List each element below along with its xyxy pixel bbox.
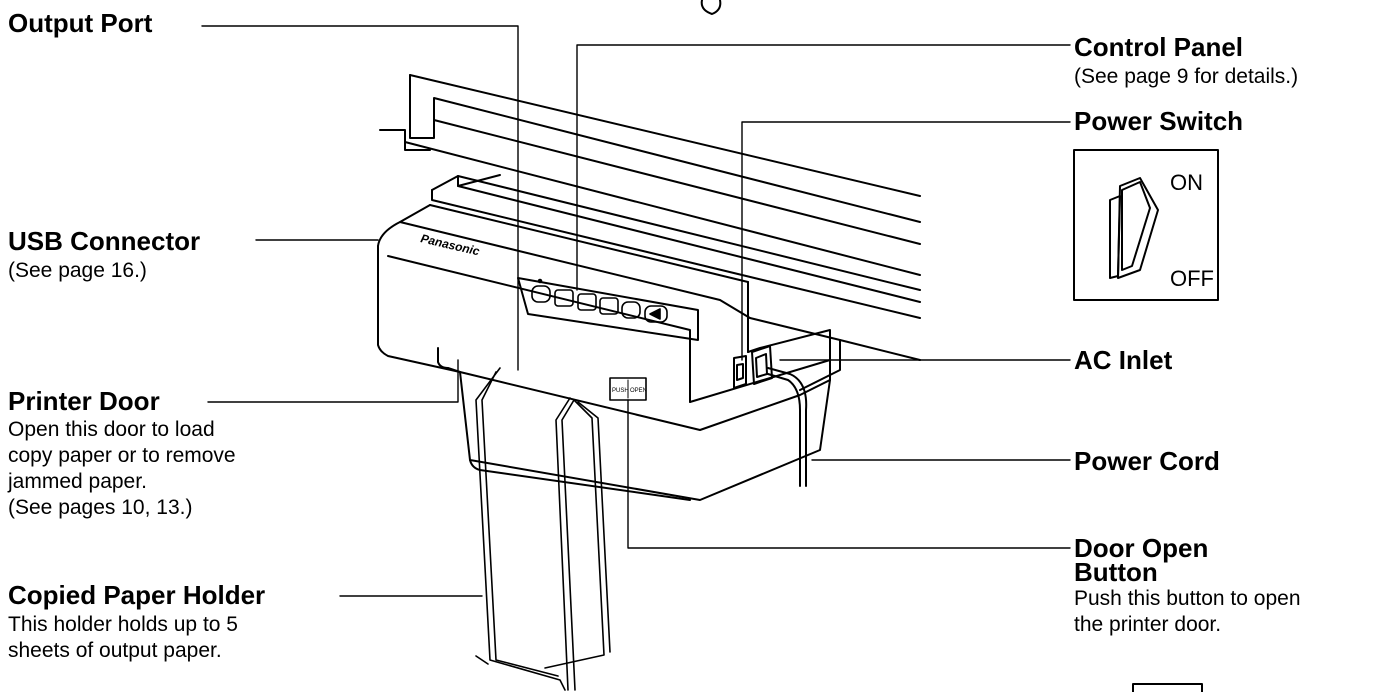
door-open-desc-2: the printer door. xyxy=(1074,613,1222,636)
leader-power-switch xyxy=(741,121,1071,361)
clip-icon xyxy=(700,0,722,15)
printer-door-desc-4: (See pages 10, 13.) xyxy=(8,496,193,519)
label-ac-inlet: AC Inlet xyxy=(1074,345,1173,375)
top-tray xyxy=(431,175,921,291)
switch-on-text: ON xyxy=(1170,170,1203,195)
push-label: PUSH xyxy=(612,388,629,394)
switch-inset-box xyxy=(1073,149,1219,301)
leader-output-port xyxy=(201,25,519,371)
switch-inset-rocker xyxy=(1109,177,1159,279)
power-cord-shape xyxy=(767,367,808,487)
leader-door-open xyxy=(627,399,1071,549)
leader-printer-door xyxy=(207,359,459,403)
printer-door-desc-3: jammed paper. xyxy=(8,470,147,493)
leader-control-panel xyxy=(576,44,1071,291)
usb-connector-note: (See page 16.) xyxy=(8,259,147,282)
brand-logo: Panasonic xyxy=(419,231,481,258)
paper-holder-desc-1: This holder holds up to 5 xyxy=(8,613,238,636)
door-open-desc-1: Push this button to open xyxy=(1074,587,1301,610)
rear-frame xyxy=(409,74,921,223)
label-output-port: Output Port xyxy=(8,8,153,38)
printer-door-panel xyxy=(437,347,461,373)
open-label: OPEN xyxy=(630,388,647,394)
label-power-cord: Power Cord xyxy=(1074,446,1220,476)
ac-inlet-shape xyxy=(751,345,773,385)
label-printer-door: Printer Door xyxy=(8,386,160,416)
device-power-switch xyxy=(733,355,747,389)
label-control-panel: Control Panel xyxy=(1074,32,1244,62)
label-door-open-line-1: Door Open xyxy=(1074,533,1209,563)
device-housing xyxy=(377,245,831,431)
paper-holder-wire xyxy=(475,367,611,691)
control-panel-plate xyxy=(517,277,699,341)
paper-holder-desc-2: sheets of output paper. xyxy=(8,639,222,662)
label-power-switch: Power Switch xyxy=(1074,106,1244,136)
switch-off-text: OFF xyxy=(1170,266,1214,291)
door-button-inset-edge xyxy=(1132,683,1203,692)
printer-door-desc-1: Open this door to load xyxy=(8,418,215,441)
label-door-open-line-2: Button xyxy=(1074,557,1158,587)
label-usb-connector: USB Connector xyxy=(8,226,201,256)
printer-door-desc-2: copy paper or to remove xyxy=(8,444,236,467)
control-panel-note: (See page 9 for details.) xyxy=(1074,65,1299,88)
label-copied-paper-holder: Copied Paper Holder xyxy=(8,580,266,610)
